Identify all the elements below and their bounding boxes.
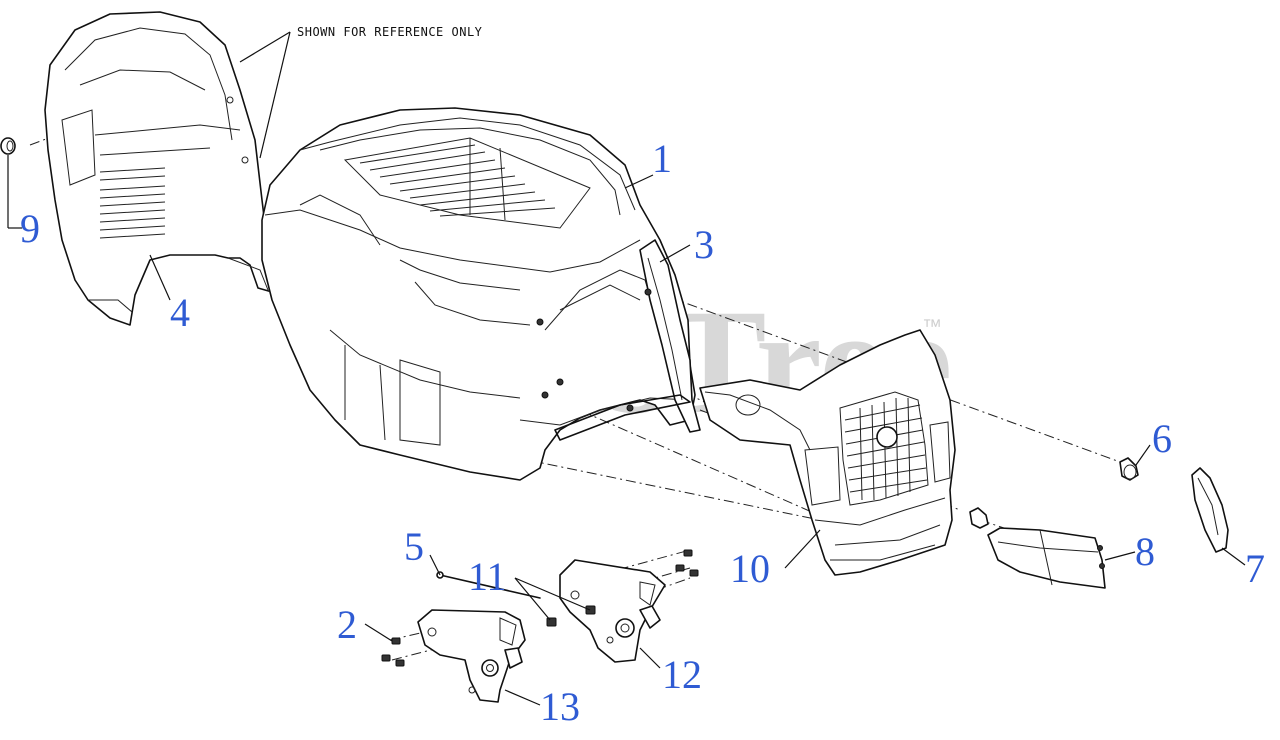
- callout-1: 1: [652, 136, 672, 181]
- watermark-trademark: ™: [922, 316, 942, 338]
- callout-8: 8: [1135, 529, 1155, 574]
- callout-4: 4: [170, 290, 190, 335]
- hood-part-1: [261, 107, 696, 481]
- callout-11: 11: [468, 554, 507, 599]
- bolt-part-2: [381, 637, 405, 667]
- headlight-lens-part-8: [987, 527, 1106, 589]
- reference-note-text: SHOWN FOR REFERENCE ONLY: [297, 25, 483, 39]
- callout-10: 10: [730, 546, 770, 591]
- dash-panel-part-4: [44, 11, 273, 326]
- dash-panel-vent-slots: [99, 167, 166, 239]
- side-trim-part-7: [1191, 467, 1229, 553]
- callout-leaders: [7, 155, 1246, 706]
- callout-7: 7: [1245, 546, 1265, 591]
- bracket-right-part-12: [559, 559, 666, 663]
- headlight-bulb-part-6: [1119, 457, 1139, 481]
- nut-part-11: [546, 605, 596, 627]
- front-grille-part-10: [699, 329, 956, 576]
- lens-fastener: [969, 507, 989, 529]
- fasteners: [381, 549, 699, 667]
- bracket-left-part-13: [417, 609, 526, 703]
- callout-6: 6: [1152, 416, 1172, 461]
- reference-note: SHOWN FOR REFERENCE ONLY: [239, 25, 483, 159]
- callout-12: 12: [662, 652, 702, 697]
- callout-2: 2: [337, 602, 357, 647]
- hood-vent-grille: [343, 137, 591, 229]
- callout-3: 3: [694, 222, 714, 267]
- plug-part-9: [0, 137, 16, 155]
- bolt-cluster: [675, 549, 699, 577]
- callout-13: 13: [540, 684, 580, 729]
- callout-numbers: 1 2 3 4 5 6 7 8 9 10 11 12 13: [20, 136, 1265, 729]
- hood-bracket-part-3: [554, 239, 701, 441]
- callout-5: 5: [404, 524, 424, 569]
- callout-9: 9: [20, 206, 40, 251]
